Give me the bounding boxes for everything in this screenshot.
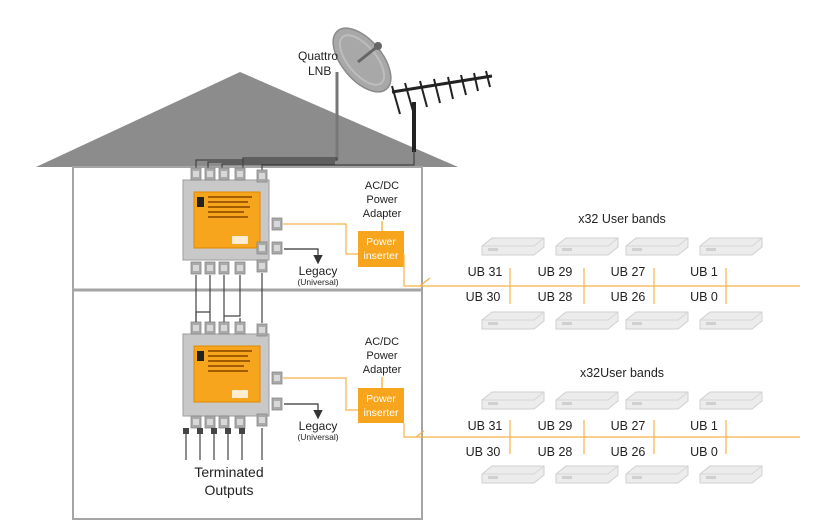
band-lower-top-4: UB 1 (690, 419, 718, 433)
band-upper-top-4: UB 1 (690, 265, 718, 279)
legacy-label-upper: Legacy (299, 264, 338, 278)
band-lower-top-2: UB 29 (538, 419, 573, 433)
band-upper-bottom-3: UB 26 (611, 290, 646, 304)
satellite-dish-icon (332, 27, 392, 160)
roof (36, 72, 458, 167)
terminated-label-line1: Terminated (194, 464, 263, 480)
lnb-label-line2: LNB (308, 64, 331, 78)
terminated-outputs (185, 428, 263, 460)
band-upper-bottom-4: UB 0 (690, 290, 718, 304)
legacy-sub-lower: (Universal) (297, 432, 338, 442)
tv-antenna-icon (391, 70, 493, 152)
band-lower-bottom-2: UB 28 (538, 445, 573, 459)
band-lower-top-1: UB 31 (468, 419, 503, 433)
lnb-label-line1: Quattro (298, 49, 338, 63)
band-lower-bottom-4: UB 0 (690, 445, 718, 459)
legacy-arrow-upper (284, 248, 323, 265)
bus-line-upper (403, 254, 800, 287)
power-inserter-lower: Power inserter (358, 388, 404, 423)
power-inserter-upper: Power inserter (358, 231, 404, 267)
stb-row-upper-top (481, 237, 763, 256)
legacy-sub-upper: (Universal) (297, 277, 338, 287)
psu-label-upper-2: Power (366, 194, 398, 206)
legacy-arrow-lower (284, 403, 323, 420)
band-upper-bottom-2: UB 28 (538, 290, 573, 304)
stb-row-upper-bottom (481, 311, 763, 330)
psu-label-lower-2: Power (366, 350, 398, 362)
band-upper-bottom-1: UB 30 (466, 290, 501, 304)
band-upper-top-3: UB 27 (611, 265, 646, 279)
multiswitch-lower (182, 321, 283, 429)
lnb-cable (195, 157, 338, 174)
stb-row-lower-bottom (481, 465, 763, 484)
antenna-cable (261, 150, 415, 174)
bus-line-lower (403, 423, 800, 438)
svg-text:inserter: inserter (363, 250, 399, 262)
legacy-label-lower: Legacy (299, 419, 338, 433)
bus-taps-upper (509, 268, 727, 304)
psu-label-lower-3: Adapter (363, 364, 402, 376)
band-upper-top-1: UB 31 (468, 265, 503, 279)
svg-text:Power: Power (366, 236, 396, 248)
psu-label-upper-3: Adapter (363, 208, 402, 220)
psu-label-upper-1: AC/DC (365, 180, 399, 192)
termination-caps (183, 428, 245, 434)
multiswitch-upper (182, 167, 283, 275)
cascade-cables (195, 273, 263, 323)
band-upper-top-2: UB 29 (538, 265, 573, 279)
cascade-cables-2 (195, 310, 225, 322)
psu-label-lower-1: AC/DC (365, 336, 399, 348)
band-lower-bottom-3: UB 26 (611, 445, 646, 459)
band-lower-top-3: UB 27 (611, 419, 646, 433)
band-lower-bottom-1: UB 30 (466, 445, 501, 459)
svg-text:inserter: inserter (363, 407, 399, 419)
svg-text:Power: Power (366, 393, 396, 405)
inserter-feed-upper (283, 223, 358, 255)
inserter-feed-lower (283, 377, 358, 411)
terminated-label-line2: Outputs (204, 482, 253, 498)
stb-row-lower-top (481, 391, 763, 410)
user-bands-title-upper: x32 User bands (578, 212, 666, 226)
bus-taps-lower (509, 420, 727, 454)
user-bands-title-lower: x32User bands (580, 366, 664, 380)
